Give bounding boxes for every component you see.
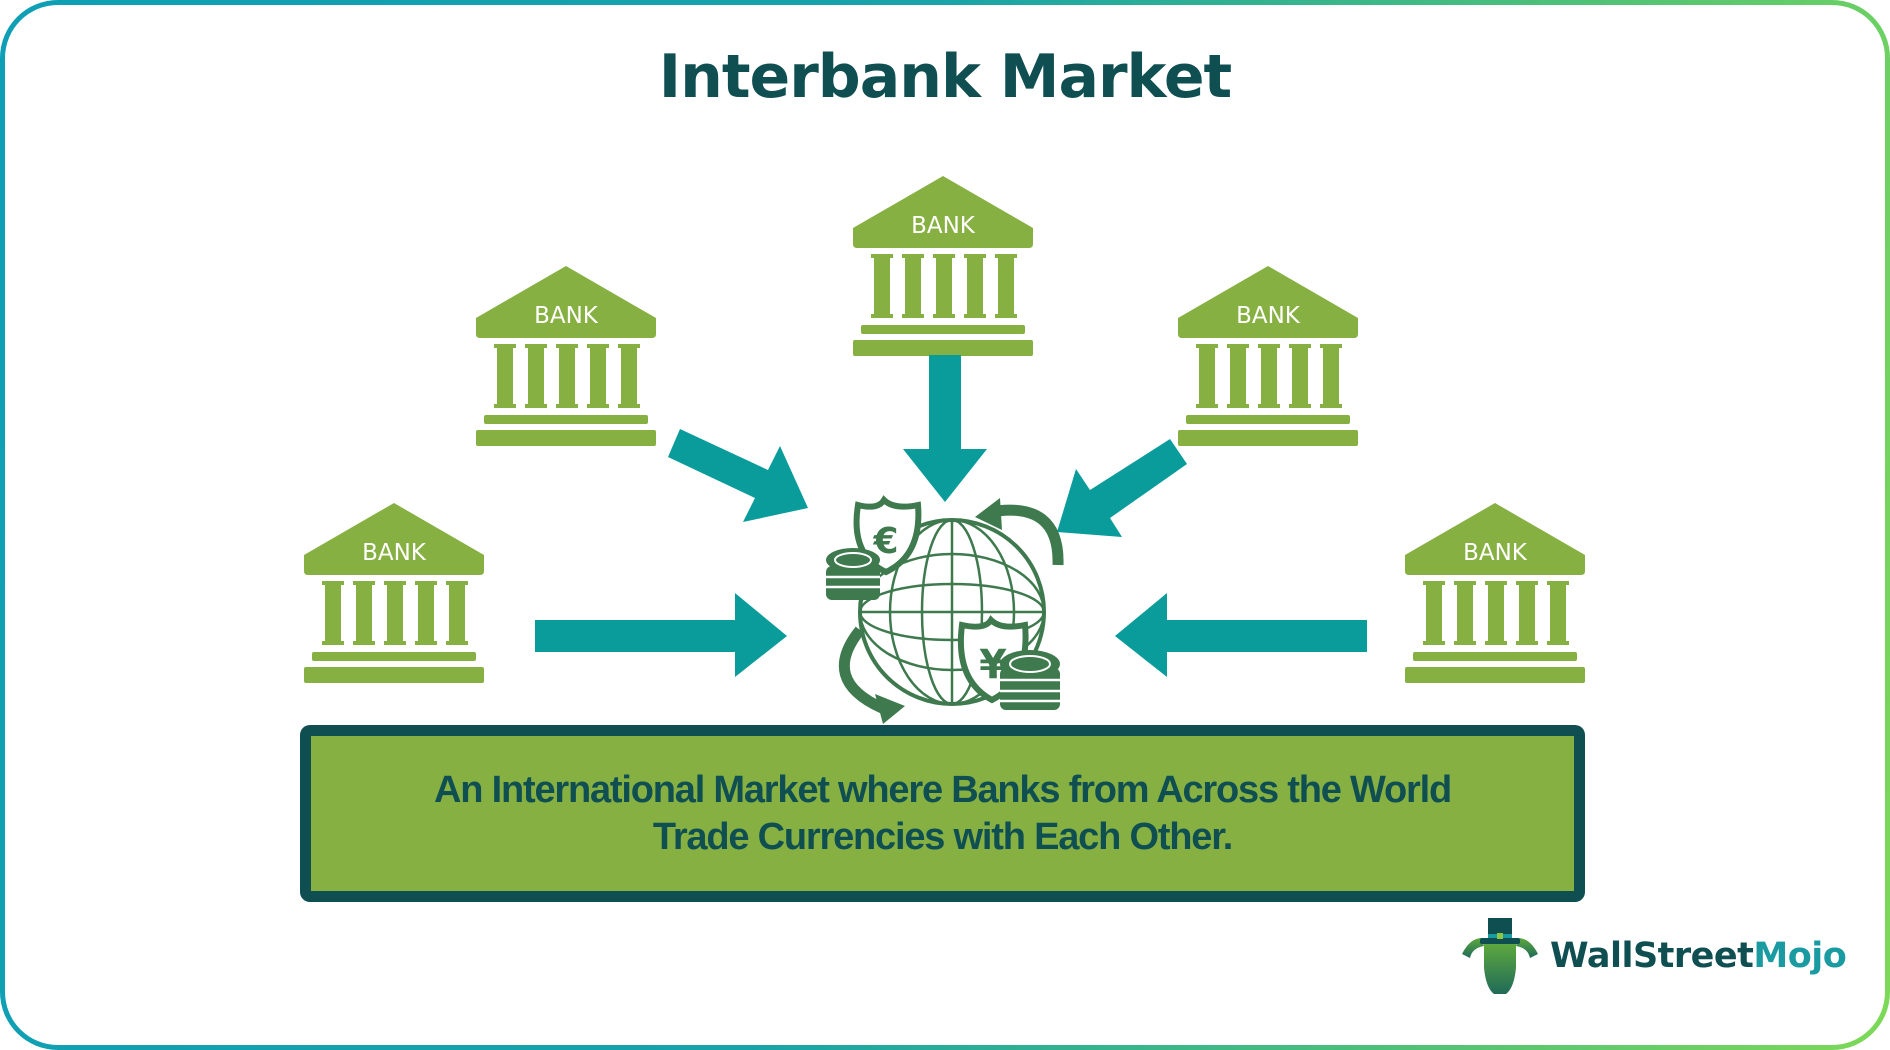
bank-label: BANK xyxy=(1236,303,1301,329)
arrow-left-icon xyxy=(1115,593,1367,677)
bank-upper-right: BANK xyxy=(1178,266,1358,446)
caption-box: An International Market where Banks from… xyxy=(300,725,1585,902)
caption-line-2: Trade Currencies with Each Other. xyxy=(652,815,1233,858)
logo-text-mojo: Mojo xyxy=(1753,936,1847,976)
bank-upper-left: BANK xyxy=(476,266,656,446)
bank-label: BANK xyxy=(534,303,599,329)
page-title: Interbank Market xyxy=(658,42,1232,112)
bank-label: BANK xyxy=(1463,540,1528,566)
caption-line-1: An International Market where Banks from… xyxy=(434,768,1452,811)
globe-currency-exchange-icon: € ¥ xyxy=(826,495,1064,724)
logo-text-wallstreet: WallStreet xyxy=(1550,936,1754,976)
bank-top-center: BANK xyxy=(853,176,1033,356)
arrow-right-icon xyxy=(535,593,787,677)
wallstreetmojo-logo: WallStreetMojo xyxy=(1458,916,1847,996)
bank-label: BANK xyxy=(911,213,976,239)
bank-label: BANK xyxy=(362,540,427,566)
bank-lower-right: BANK xyxy=(1405,503,1585,683)
arrow-down-left-icon xyxy=(1057,439,1187,537)
bank-lower-left: BANK xyxy=(304,503,484,683)
bull-icon xyxy=(1462,918,1538,994)
arrow-down-icon xyxy=(903,355,987,502)
arrow-down-right-icon xyxy=(668,429,808,522)
